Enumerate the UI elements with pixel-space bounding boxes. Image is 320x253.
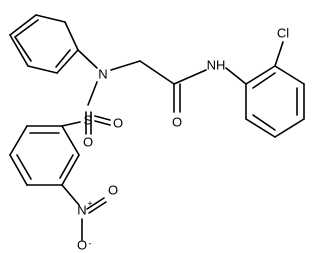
sulfonamide-nitrogen-label: N [98, 66, 107, 81]
carbonyl-oxygen-label: O [172, 114, 182, 129]
nitro-oxygen-charge: - [89, 238, 92, 248]
nitro-nitrogen-label: N [77, 202, 86, 217]
nitro-oxygen-bottom-label: O [77, 237, 87, 252]
sulfonyl-oxygen-right-label: O [113, 115, 123, 130]
sulfur-label: S [84, 112, 93, 127]
chlorine-label: Cl [277, 25, 289, 40]
amide-nh-label: NH [207, 57, 226, 72]
nitro-nitrogen-charge: + [87, 198, 92, 208]
bond-lines [9, 14, 305, 241]
sulfonyl-oxygen-bottom-label: O [83, 134, 93, 149]
nitro-oxygen-right-label: O [108, 182, 118, 197]
